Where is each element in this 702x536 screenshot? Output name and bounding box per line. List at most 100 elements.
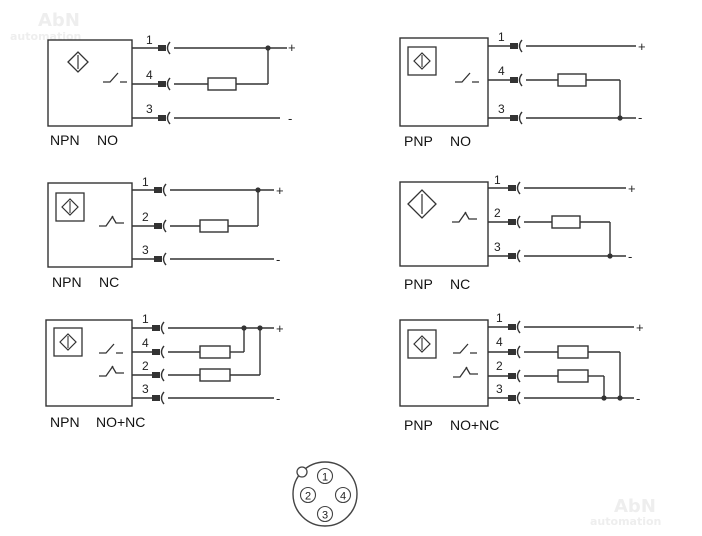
- no-switch-icon: [453, 343, 477, 354]
- pin-label: 2: [496, 359, 503, 373]
- sensor-symbol-icon: [55, 192, 85, 222]
- sensor-body: [45, 319, 133, 407]
- pin-label: 1: [494, 173, 501, 187]
- pin-label: 3: [498, 102, 505, 116]
- no-switch-icon: [99, 343, 123, 354]
- watermark-sub: automation: [590, 515, 661, 528]
- watermark-top-left: AbN automation: [10, 10, 81, 43]
- connector-pin-label: 4: [340, 491, 346, 503]
- sensor-body: [399, 181, 489, 267]
- junction-dot: [241, 325, 247, 331]
- nc-switch-icon: [99, 365, 124, 377]
- plus-symbol: +: [638, 39, 646, 54]
- wire-ends: [152, 325, 263, 401]
- connector-pinout-icon: 1 2 3 4: [292, 461, 358, 527]
- connector-pin-label: 2: [305, 491, 311, 503]
- pin-label: 2: [142, 210, 149, 224]
- pin-label: 1: [142, 175, 149, 189]
- sensor-symbol-icon: [407, 46, 437, 76]
- connector-pin-ring: [316, 467, 334, 485]
- minus-symbol: -: [276, 252, 280, 267]
- sensor-body: [399, 319, 489, 407]
- diagram-npn-nc: 1 2 3 + - NPN NC: [47, 175, 284, 290]
- minus-symbol: -: [628, 249, 632, 264]
- diagram-npn-no-nc: 1 4 2 3 + - NPN NO+NC: [45, 312, 284, 430]
- connector-pin-ring: [316, 505, 334, 523]
- pin-label: 4: [146, 68, 153, 82]
- plus-symbol: +: [276, 321, 284, 336]
- pin-label: 1: [142, 312, 149, 326]
- plus-symbol: +: [628, 181, 636, 196]
- sensor-symbol-icon: [53, 327, 83, 357]
- junction-dot: [255, 187, 261, 193]
- mode-label: NO: [450, 133, 471, 149]
- connector-pin-ring: [334, 486, 352, 504]
- pin-label: 3: [496, 382, 503, 396]
- wire-ends: [158, 45, 271, 121]
- plus-symbol: +: [276, 183, 284, 198]
- minus-symbol: -: [636, 391, 640, 406]
- plus-symbol: +: [288, 40, 296, 55]
- pin-label: 4: [496, 335, 503, 349]
- watermark-brand: AbN: [614, 496, 656, 517]
- wire-ends: [508, 324, 623, 401]
- pin-label: 3: [146, 102, 153, 116]
- junction-dot: [265, 45, 271, 51]
- type-label: NPN: [50, 132, 80, 148]
- no-switch-icon: [103, 72, 127, 83]
- pin-label: 3: [494, 240, 501, 254]
- type-label: NPN: [50, 414, 80, 430]
- type-label: PNP: [404, 417, 433, 433]
- mode-label: NC: [450, 276, 470, 292]
- type-label: NPN: [52, 274, 82, 290]
- mode-label: NO+NC: [450, 417, 499, 433]
- sensor-body: [399, 37, 489, 127]
- pin-label: 2: [494, 206, 501, 220]
- connector-pin-ring: [299, 486, 317, 504]
- pin-label: 3: [142, 243, 149, 257]
- junction-dot: [607, 253, 613, 259]
- pin-label: 4: [142, 336, 149, 350]
- minus-symbol: -: [638, 110, 642, 125]
- diagram-npn-no: 1 4 3 + - NPN NO: [47, 33, 296, 148]
- pin-label: 4: [498, 64, 505, 78]
- mode-label: NO+NC: [96, 414, 145, 430]
- junction-dot: [617, 115, 623, 121]
- wire-ends: [154, 187, 261, 262]
- pin-label: 1: [496, 311, 503, 325]
- mode-label: NO: [97, 132, 118, 148]
- mode-label: NC: [99, 274, 119, 290]
- wire-ends: [510, 43, 623, 121]
- nc-switch-icon: [99, 215, 124, 227]
- watermark-sub: automation: [10, 30, 81, 43]
- watermark-brand: AbN: [38, 10, 80, 31]
- sensor-body: [47, 182, 133, 268]
- diagram-pnp-nc: 1 2 3 + - PNP NC: [399, 173, 636, 292]
- nc-switch-icon: [453, 366, 478, 378]
- diagram-pnp-no-nc: 4 2 3 + - PNP NO+NC: [399, 319, 644, 433]
- minus-symbol: -: [288, 111, 292, 126]
- pin-label: 1: [146, 33, 153, 47]
- connector-key: [296, 466, 308, 478]
- pin-label: 2: [142, 359, 149, 373]
- wires: [132, 183, 274, 266]
- connector-pin-label: 3: [322, 510, 328, 522]
- wires: [132, 41, 287, 125]
- sensor-symbol-icon: [67, 51, 89, 73]
- wire-ends: [508, 185, 613, 259]
- junction-dot: [257, 325, 263, 331]
- pin-label: 1: [498, 30, 505, 44]
- sensor-symbol-icon: [407, 329, 437, 359]
- junction-dot: [617, 395, 623, 401]
- wires: [132, 321, 274, 405]
- minus-symbol: -: [276, 391, 280, 406]
- pin-label: 3: [142, 382, 149, 396]
- diagram-pnp-no: 1 4 3 + - PNP NO: [399, 30, 646, 149]
- type-label: PNP: [404, 133, 433, 149]
- sensor-symbol-icon: [407, 189, 437, 219]
- connector-outline: [292, 461, 358, 527]
- plus-symbol: +: [636, 320, 644, 335]
- sensor-body: [47, 39, 133, 127]
- junction-dot: [601, 395, 607, 401]
